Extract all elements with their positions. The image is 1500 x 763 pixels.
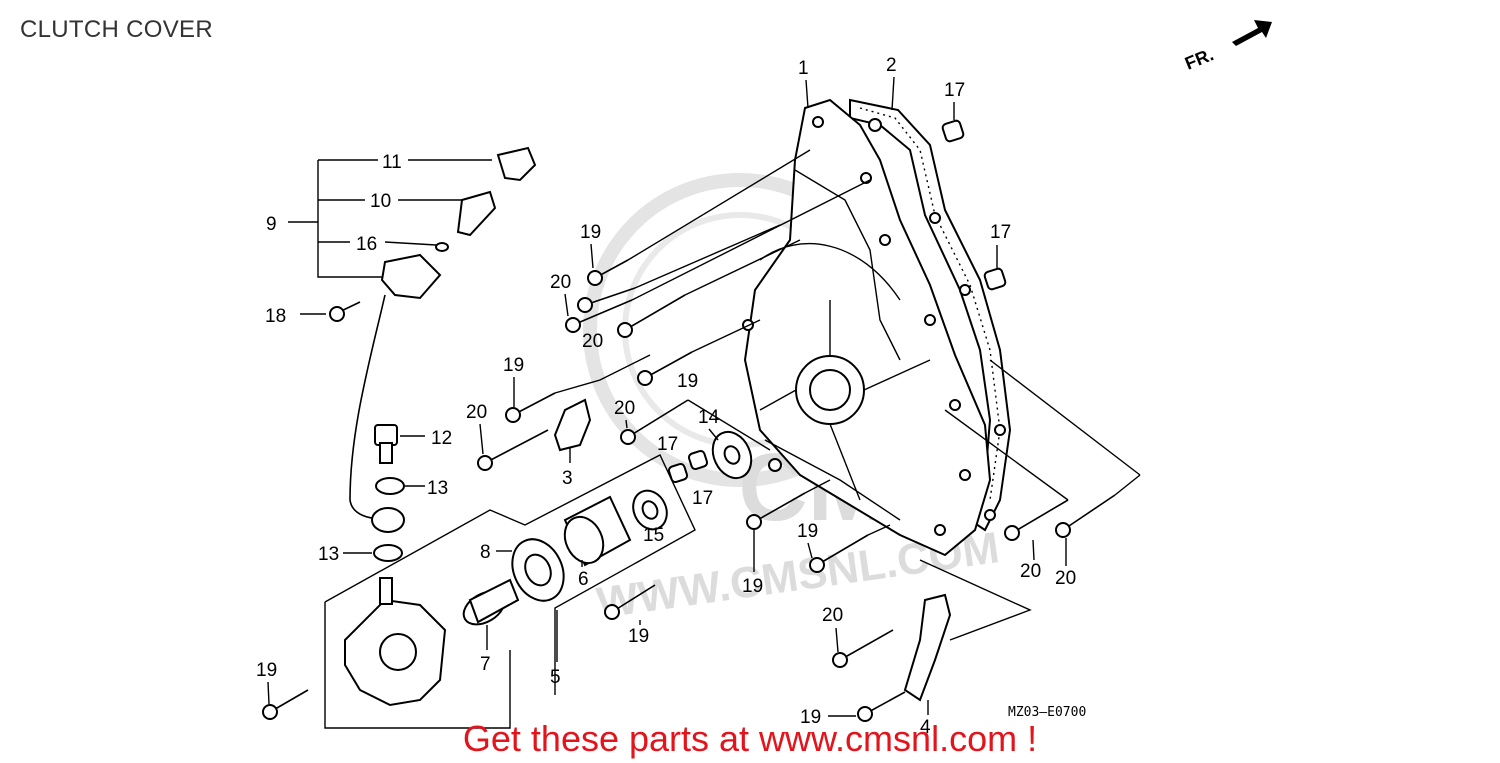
callout-20-d: 20: [614, 398, 635, 419]
callout-19-f: 19: [628, 626, 649, 647]
switch-assembly: [288, 146, 537, 562]
direction-label: FR.: [1182, 44, 1216, 73]
callout-5: 5: [550, 667, 561, 688]
callout-19-e: 19: [742, 576, 763, 597]
callout-20-c: 20: [466, 402, 487, 423]
callout-3: 3: [562, 468, 573, 489]
callout-19-b: 19: [503, 355, 524, 376]
callout-16: 16: [356, 234, 377, 255]
callout-19-d: 19: [797, 521, 818, 542]
callout-8: 8: [480, 542, 491, 563]
callout-6: 6: [578, 569, 589, 590]
pump-group: [324, 454, 696, 729]
callout-10: 10: [370, 191, 391, 212]
diagram-code: MZ03–E0700: [1008, 705, 1086, 720]
callout-9: 9: [266, 214, 277, 235]
callout-7: 7: [480, 654, 491, 675]
clips: [553, 398, 1032, 702]
callout-1: 1: [798, 58, 809, 79]
callout-15: 15: [643, 525, 664, 546]
callout-17-d: 17: [692, 488, 713, 509]
callout-4: 4: [920, 717, 931, 738]
callout-20-f: 20: [1055, 568, 1076, 589]
callout-2: 2: [886, 55, 897, 76]
dowel-pins: [667, 119, 1007, 484]
callout-19-g: 19: [256, 660, 277, 681]
pump-parts: [462, 430, 753, 626]
callout-20-g: 20: [822, 605, 843, 626]
callout-13-a: 13: [427, 478, 448, 499]
callout-11: 11: [382, 152, 402, 173]
callout-12: 12: [431, 428, 452, 449]
callout-19-c: 19: [677, 371, 698, 392]
callout-labels: 1 2 3 4 5 6 7 8 9 10 11 12 13 13 14 15 1…: [256, 55, 1076, 738]
callout-17-c: 17: [657, 434, 678, 455]
callout-20-e: 20: [1020, 561, 1041, 582]
callout-17-b: 17: [990, 222, 1011, 243]
callout-20-a: 20: [550, 272, 571, 293]
callout-19-a: 19: [580, 222, 601, 243]
front-direction-arrow: FR.: [1182, 20, 1272, 74]
callout-14: 14: [698, 407, 720, 428]
bolts: [262, 259, 1116, 722]
page-title: CLUTCH COVER: [20, 16, 213, 43]
promo-link[interactable]: Get these parts at www.cmsnl.com !: [462, 718, 1038, 759]
leader-lines: [554, 149, 1141, 536]
callout-17-a: 17: [944, 80, 965, 101]
callout-19-h: 19: [800, 707, 821, 728]
callout-13-b: 13: [318, 544, 339, 565]
label-leaders: [267, 76, 1067, 717]
clutch-cover: [742, 98, 992, 557]
callout-18: 18: [265, 306, 286, 327]
callout-20-b: 20: [582, 331, 603, 352]
